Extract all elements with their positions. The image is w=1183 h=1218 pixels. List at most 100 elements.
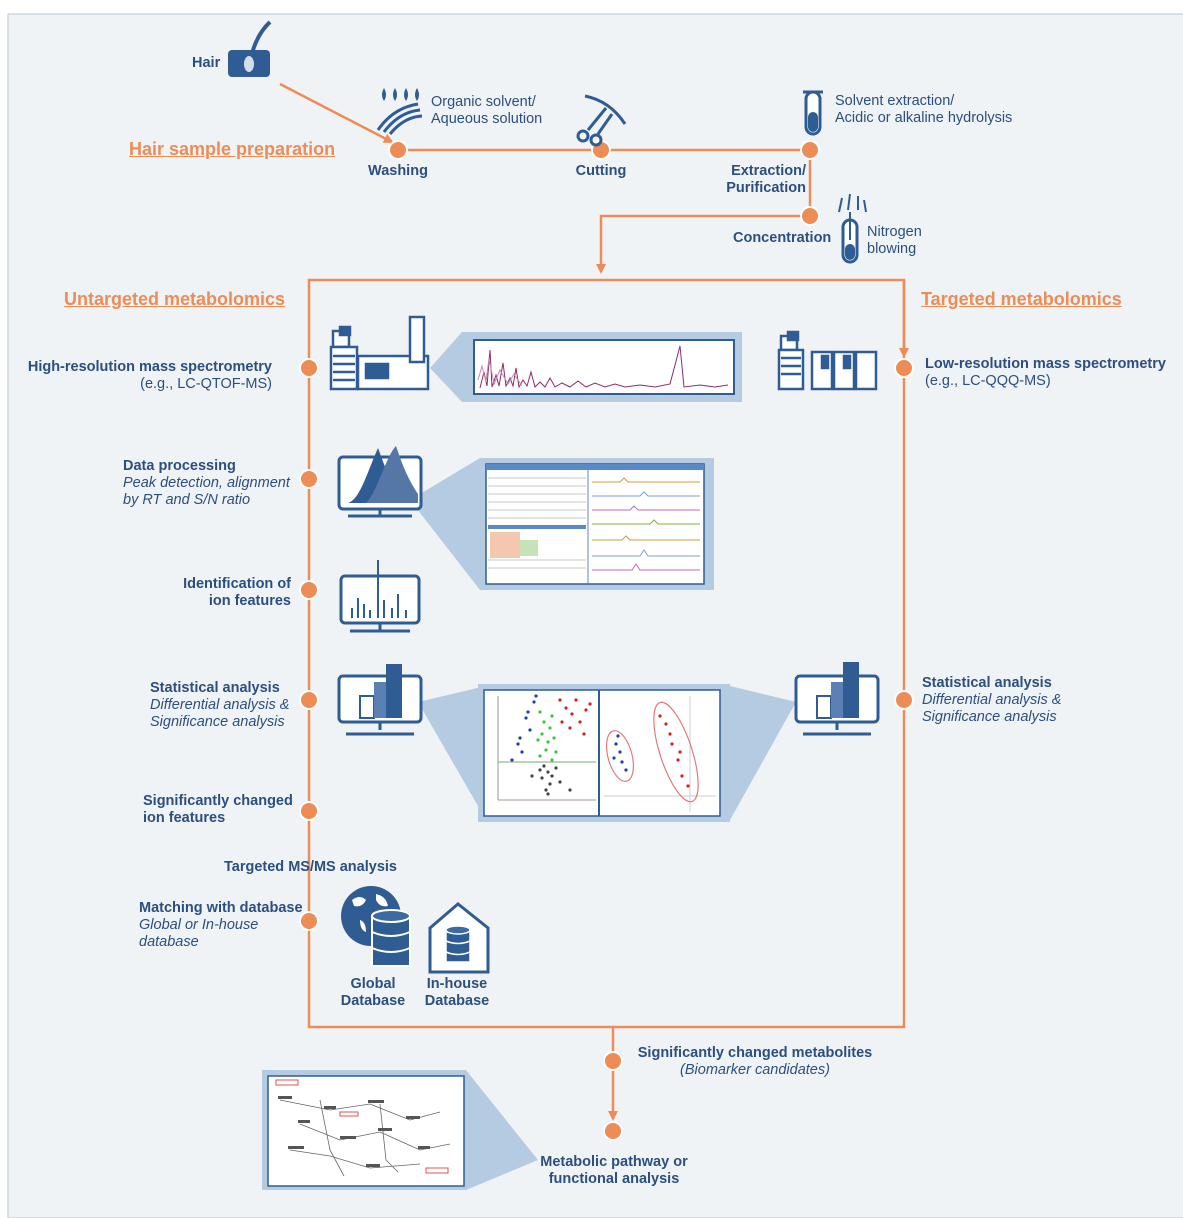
washing-label: Washing [368,163,428,179]
main-frame [307,278,906,1029]
software-taper [410,458,480,590]
volcano-taper [418,686,486,820]
cutting-label: Cutting [575,163,627,179]
identification-label: Identification of ion features [150,576,291,610]
pathway-taper [466,1070,538,1190]
node-data-processing [299,469,319,489]
lrms-label: Low-resolution mass spectrometry (e.g., … [925,356,1166,390]
washing-note-line2: Aqueous solution [431,111,543,127]
node-significant [299,801,319,821]
node-pathway [603,1121,623,1141]
identification-line2: ion features [208,593,291,609]
scissors-icon [576,94,627,147]
pathway-map-panel [262,1070,466,1190]
concentration-label: Concentration [733,230,832,246]
data-processing-desc2: by RT and S/N ratio [123,492,251,508]
data-processing-title: Data processing [123,458,236,474]
concentration-to-box-arrow [596,214,810,274]
significant-features-line1: Significantly changed [143,793,293,809]
identification-monitor-icon [339,560,421,633]
extraction-label: Extraction/ Purification [706,163,806,197]
flow-nodes [299,140,914,1141]
in-house-database-icon [428,902,490,974]
hair-arrow [279,82,394,144]
data-processing-desc1: Peak detection, alignment [123,475,290,491]
significant-metabolites-title: Significantly changed metabolites [637,1045,873,1061]
washing-note-line1: Organic solvent/ [431,94,536,110]
software-screenshot-panel [480,458,714,590]
background-panel [7,13,1183,1218]
volcano-pca-panel [478,684,730,822]
statistical-analysis-title: Statistical analysis [150,680,280,696]
extraction-note-line2: Acidic or alkaline hydrolysis [835,110,1013,126]
in-house-database-label: In-house Database [416,976,498,1010]
targeted-statistical-monitor-icon [794,662,880,736]
targeted-msms-label: Targeted MS/MS analysis [224,859,397,875]
targeted-statistical-desc2: Significance analysis [922,709,1057,725]
matching-database-title: Matching with database [139,900,303,916]
node-hrms [299,358,319,378]
pathway-analysis-line2: functional analysis [548,1171,680,1187]
pca-plot [604,696,716,812]
matching-database-desc1: Global or In-house [139,917,259,933]
hair-sample-preparation-title: Hair sample preparation [129,139,336,159]
pathway-analysis-label: Metabolic pathway or functional analysis [524,1154,704,1188]
washing-icon [376,88,423,135]
targeted-statistical-title: Statistical analysis [922,675,1052,691]
global-database-line2: Database [340,993,406,1009]
significant-features-label: Significantly changed ion features [143,793,293,827]
in-house-database-line1: In-house [426,976,488,992]
spectrum-taper [430,332,462,402]
global-database-icon [371,909,411,967]
lrms-instrument-icon [777,330,878,391]
nitrogen-label-line1: Nitrogen [867,224,922,240]
hair-icon [228,20,272,77]
hrms-example: (e.g., LC-QTOF-MS) [140,376,272,392]
statistical-analysis-desc1: Differential analysis & [150,697,290,713]
node-washing [388,140,408,160]
identification-line1: Identification of [183,576,291,592]
node-statistical [299,690,319,710]
extraction-label-line2: Purification [726,180,806,196]
pathway-analysis-line1: Metabolic pathway or [540,1154,688,1170]
targeted-title: Targeted metabolomics [921,289,1122,309]
lrms-example: (e.g., LC-QQQ-MS) [925,373,1051,389]
in-house-database-line2: Database [424,993,490,1009]
untargeted-title: Untargeted metabolomics [64,289,286,309]
statistical-analysis-desc2: Significance analysis [150,714,285,730]
extraction-note: Solvent extraction/ Acidic or alkaline h… [835,93,1012,127]
test-tube-icon [803,90,823,136]
lrms-title: Low-resolution mass spectrometry [925,356,1166,372]
volcano-plot [497,694,596,801]
mass-spectrum-panel [462,332,742,402]
nitrogen-tube-icon [838,193,867,264]
callout-tapers [410,332,796,1190]
extraction-label-line1: Extraction/ [731,163,806,179]
node-lrms [894,358,914,378]
node-metabolites [603,1051,623,1071]
biomarker-candidates: (Biomarker candidates) [680,1062,830,1078]
significant-metabolites-label: Significantly changed metabolites (Bioma… [630,1045,880,1079]
data-processing-monitor-icon [337,446,423,518]
global-database-label: Global Database [333,976,413,1010]
node-matching [299,911,319,931]
targeted-statistical-analysis-label: Statistical analysis Differential analys… [922,675,1061,726]
extraction-note-line1: Solvent extraction/ [835,93,955,109]
washing-note: Organic solvent/ Aqueous solution [431,94,542,128]
nitrogen-label: Nitrogen blowing [867,224,922,258]
hrms-instrument-icon [329,315,430,391]
nitrogen-label-line2: blowing [867,241,917,257]
node-extraction [800,140,820,160]
node-identification [299,580,319,600]
statistical-monitor-icon [337,664,423,736]
targeted-statistical-desc1: Differential analysis & [922,692,1062,708]
node-concentration [800,206,820,226]
pca-taper [730,686,796,820]
hair-label: Hair [192,55,221,71]
hrms-title: High-resolution mass spectrometry [27,359,272,375]
data-processing-label: Data processing Peak detection, alignmen… [123,458,290,509]
global-database-line1: Global [350,976,396,992]
hrms-label: High-resolution mass spectrometry (e.g.,… [12,359,272,393]
